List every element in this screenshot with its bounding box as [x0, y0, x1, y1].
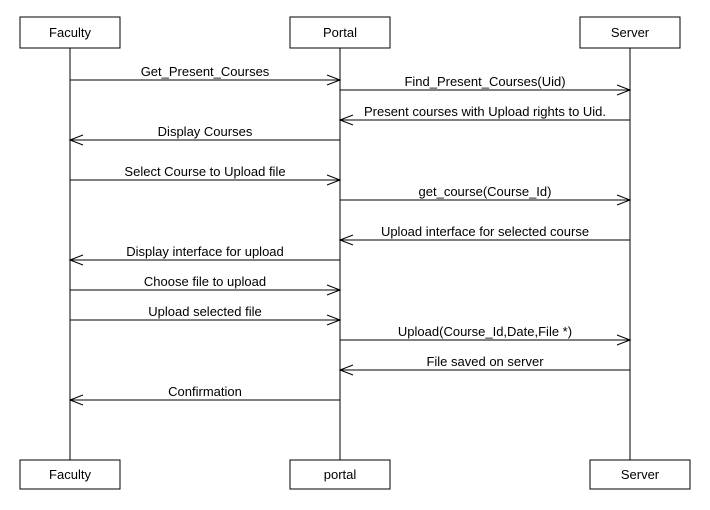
participant-server-top: Server — [579, 16, 681, 49]
arrowhead-icon — [338, 234, 354, 246]
message-10: Upload selected file — [70, 304, 342, 326]
message-3: Present courses with Upload rights to Ui… — [338, 104, 630, 126]
message-label: Upload selected file — [148, 304, 261, 319]
message-label: Confirmation — [168, 384, 242, 399]
message-label: Choose file to upload — [144, 274, 266, 289]
message-13: Confirmation — [68, 384, 340, 406]
arrowhead-icon — [326, 314, 342, 326]
message-label: Present courses with Upload rights to Ui… — [364, 104, 606, 119]
message-label: get_course(Course_Id) — [419, 184, 552, 199]
participant-portal-bottom: portal — [289, 459, 391, 490]
arrowhead-icon — [68, 254, 84, 266]
message-label: Get_Present_Courses — [141, 64, 270, 79]
participant-portal-bottom-label: portal — [324, 467, 357, 482]
message-label: Upload interface for selected course — [381, 224, 589, 239]
messages-group: Get_Present_CoursesFind_Present_Courses(… — [68, 64, 632, 406]
participant-faculty-bottom: Faculty — [19, 459, 121, 490]
participant-faculty-top-label: Faculty — [49, 25, 91, 40]
arrowhead-icon — [338, 114, 354, 126]
message-7: Upload interface for selected course — [338, 224, 630, 246]
arrowhead-icon — [326, 284, 342, 296]
message-6: get_course(Course_Id) — [340, 184, 632, 206]
message-label: Display Courses — [158, 124, 253, 139]
arrowhead-icon — [326, 174, 342, 186]
arrowhead-icon — [616, 194, 632, 206]
participant-server-bottom-label: Server — [621, 467, 660, 482]
participant-server-top-label: Server — [611, 25, 650, 40]
message-5: Select Course to Upload file — [70, 164, 342, 186]
message-label: Select Course to Upload file — [124, 164, 285, 179]
message-11: Upload(Course_Id,Date,File *) — [340, 324, 632, 346]
participant-faculty-top: Faculty — [19, 16, 121, 49]
message-label: Upload(Course_Id,Date,File *) — [398, 324, 572, 339]
arrowhead-icon — [616, 334, 632, 346]
arrowhead-icon — [326, 74, 342, 86]
message-label: Display interface for upload — [126, 244, 284, 259]
arrowhead-icon — [616, 84, 632, 96]
message-12: File saved on server — [338, 354, 630, 376]
message-8: Display interface for upload — [68, 244, 340, 266]
participant-server-bottom: Server — [589, 459, 691, 490]
arrowhead-icon — [338, 364, 354, 376]
arrowhead-icon — [68, 394, 84, 406]
participant-portal-top: Portal — [289, 16, 391, 49]
message-2: Find_Present_Courses(Uid) — [340, 74, 632, 96]
message-1: Get_Present_Courses — [70, 64, 342, 86]
participant-faculty-bottom-label: Faculty — [49, 467, 91, 482]
message-4: Display Courses — [68, 124, 340, 146]
message-label: Find_Present_Courses(Uid) — [404, 74, 565, 89]
message-label: File saved on server — [426, 354, 544, 369]
message-9: Choose file to upload — [70, 274, 342, 296]
arrowhead-icon — [68, 134, 84, 146]
participant-portal-top-label: Portal — [323, 25, 357, 40]
